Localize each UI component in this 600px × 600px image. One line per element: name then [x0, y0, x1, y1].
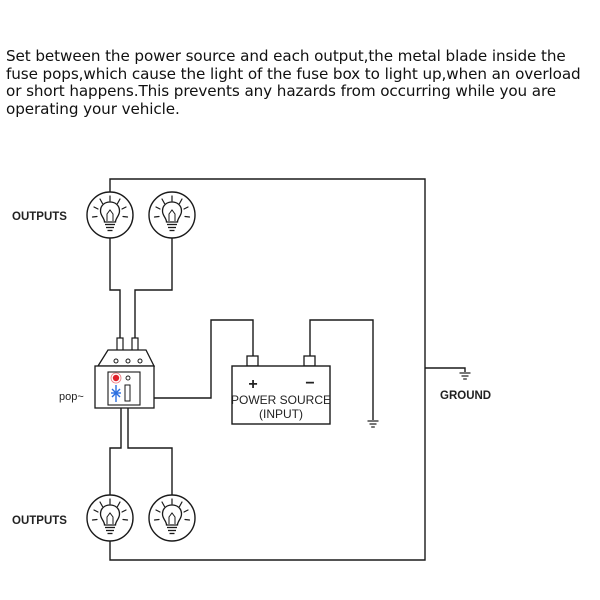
light-bulb-icon: [86, 494, 134, 542]
battery-plus-sign: +: [248, 376, 257, 393]
wires: [109, 178, 466, 561]
ground-right-wire: [425, 367, 466, 372]
bottom-left-output-wire: [109, 408, 122, 496]
ground-symbol-icon: [458, 372, 472, 380]
fuse-indicator-light-icon: [110, 372, 122, 384]
negative-to-ground-wire: [309, 319, 374, 420]
bottom-right-output-wire: [127, 408, 173, 496]
main-loop-wire: [109, 178, 426, 561]
ground-label: GROUND: [440, 390, 491, 402]
light-bulb-icon: [148, 494, 196, 542]
fuse-to-positive-wire: [153, 319, 254, 399]
top-left-output-wire: [109, 237, 121, 340]
outputs-top-label: OUTPUTS: [12, 211, 67, 223]
battery: [231, 355, 331, 425]
light-bulb-icon: [148, 191, 196, 239]
pop-label: pop~: [59, 391, 84, 403]
ground-symbol-icon: [366, 420, 380, 428]
power-source-input-label: (INPUT): [259, 407, 303, 421]
battery-minus-sign: −: [305, 375, 314, 392]
outputs-bottom-label: OUTPUTS: [12, 515, 67, 527]
description-text: Set between the power source and each ou…: [6, 47, 581, 118]
fuse-blade-spark: [111, 385, 121, 402]
power-source-label: POWER SOURCE: [231, 393, 331, 407]
light-bulb-icon: [86, 191, 134, 239]
top-right-output-wire: [134, 237, 173, 340]
fuse-box: [94, 337, 156, 409]
